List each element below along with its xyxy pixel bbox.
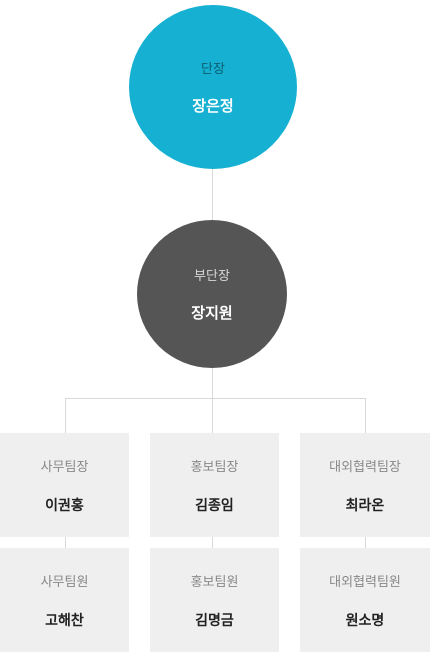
external-team-lead-name: 최라온 xyxy=(345,497,385,514)
office-team-member-name: 고해찬 xyxy=(45,612,84,629)
office-team-member-node: 사무팀원 고해찬 xyxy=(0,548,129,652)
pr-team-member-title: 홍보팀원 xyxy=(190,574,239,590)
external-team-lead-title: 대외협력팀장 xyxy=(329,459,401,475)
connector-branch-center xyxy=(212,398,213,433)
deputy-title: 부단장 xyxy=(194,269,230,284)
external-team-member-node: 대외협력팀원 원소명 xyxy=(300,548,430,652)
connector-branch-left xyxy=(65,398,66,433)
connector-leader-deputy xyxy=(212,169,213,220)
office-team-lead-title: 사무팀장 xyxy=(40,459,89,475)
external-team-member-name: 원소명 xyxy=(345,612,385,629)
leader-name: 장은정 xyxy=(192,97,234,115)
office-team-lead-node: 사무팀장 이권홍 xyxy=(0,433,129,537)
connector-deputy-branch xyxy=(212,368,213,398)
pr-team-lead-node: 홍보팀장 김종임 xyxy=(150,433,279,537)
deputy-name: 장지원 xyxy=(191,304,233,322)
pr-team-member-node: 홍보팀원 김명금 xyxy=(150,548,279,652)
pr-team-member-name: 김명금 xyxy=(195,612,234,629)
external-team-member-title: 대외협력팀원 xyxy=(329,574,401,590)
connector-branch-horizontal xyxy=(65,398,366,399)
office-team-lead-name: 이권홍 xyxy=(45,497,84,514)
connector-branch-right xyxy=(365,398,366,433)
pr-team-lead-title: 홍보팀장 xyxy=(190,459,239,475)
office-team-member-title: 사무팀원 xyxy=(40,574,89,590)
pr-team-lead-name: 김종임 xyxy=(195,497,234,514)
external-team-lead-node: 대외협력팀장 최라온 xyxy=(300,433,430,537)
connector-team-left xyxy=(65,537,66,548)
connector-team-center xyxy=(212,537,213,548)
leader-node: 단장 장은정 xyxy=(129,5,297,169)
connector-team-right xyxy=(365,537,366,548)
deputy-node: 부단장 장지원 xyxy=(137,220,287,368)
leader-title: 단장 xyxy=(201,62,225,77)
